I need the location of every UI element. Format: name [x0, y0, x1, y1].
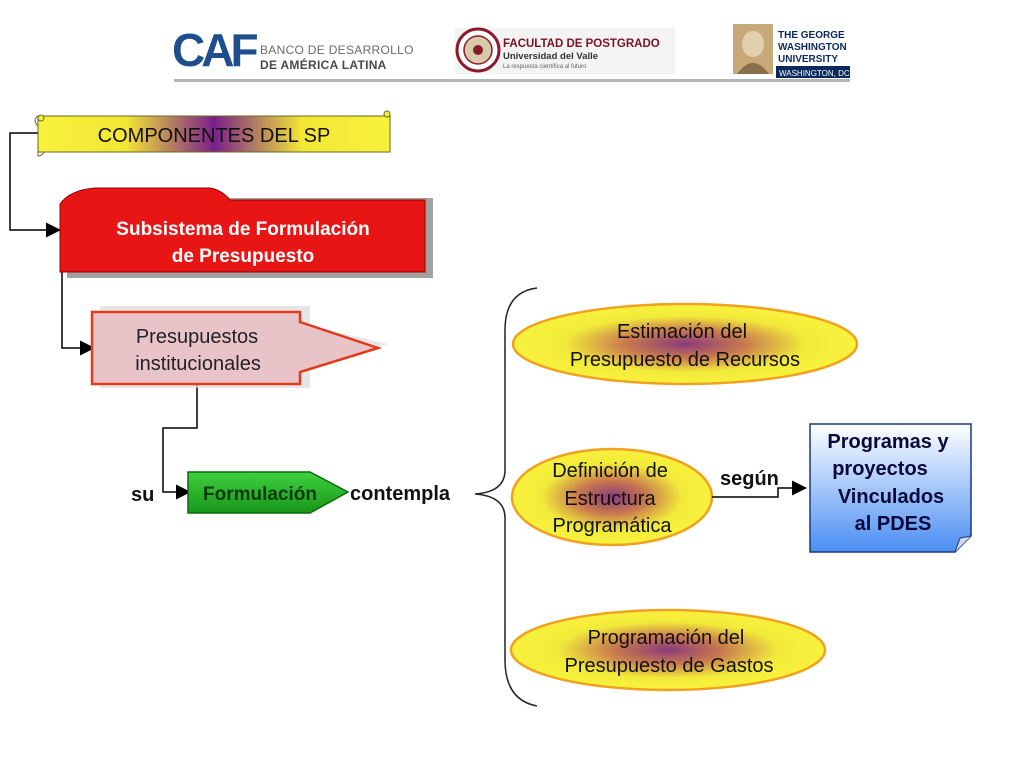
- connector-presupuestos-formulacion: [162, 384, 198, 500]
- univalle-logo: FACULTAD DE POSTGRADO Universidad del Va…: [455, 27, 675, 74]
- programas-line1: Programas y: [827, 431, 949, 453]
- curly-brace: [474, 287, 538, 707]
- formulacion-box: Formulación: [187, 471, 350, 514]
- definicion-ellipse: Definición de Estructura Programática: [510, 447, 714, 547]
- title-text: COMPONENTES DEL SP: [98, 125, 331, 147]
- univalle-subtitle: Universidad del Valle: [503, 51, 598, 62]
- programas-document: Programas y proyectos Vinculados al PDES: [809, 423, 972, 553]
- programacion-ellipse: Programación del Presupuesto de Gastos: [509, 608, 827, 692]
- presupuestos-line2: institucionales: [135, 353, 261, 375]
- caf-wordmark: CAF: [172, 24, 257, 76]
- header-divider: [174, 79, 850, 82]
- formulacion-text: Formulación: [203, 484, 317, 505]
- univalle-title: FACULTAD DE POSTGRADO: [503, 38, 660, 50]
- subsystem-box: Subsistema de Formulación de Presupuesto: [59, 187, 433, 278]
- caf-line1: BANCO DE DESARROLLO: [260, 43, 414, 57]
- univalle-tagline: La respuesta científica al futuro: [503, 64, 587, 70]
- gwu-logo: THE GEORGE WASHINGTON UNIVERSITY WASHING…: [733, 24, 850, 78]
- caf-logo: CAF BANCO DE DESARROLLO DE AMÉRICA LATIN…: [172, 24, 414, 76]
- subsystem-line1: Subsistema de Formulación: [116, 219, 369, 240]
- gwu-line4: WASHINGTON, DC: [779, 69, 850, 78]
- definicion-line1: Definición de: [552, 460, 668, 482]
- header-logos: CAF BANCO DE DESARROLLO DE AMÉRICA LATIN…: [0, 0, 1024, 90]
- contempla-label: contempla: [350, 483, 451, 505]
- programas-line3: Vinculados: [838, 486, 944, 508]
- programacion-line2: Presupuesto de Gastos: [564, 655, 773, 677]
- connector-title-subsystem: [9, 132, 61, 238]
- programacion-line1: Programación del: [588, 627, 745, 649]
- presupuestos-line1: Presupuestos: [136, 326, 258, 348]
- estimacion-line2: Presupuesto de Recursos: [570, 349, 800, 371]
- programas-line2: proyectos: [832, 458, 928, 480]
- subsystem-line2: de Presupuesto: [172, 246, 315, 267]
- estimacion-line1: Estimación del: [617, 321, 747, 343]
- programas-line4: al PDES: [855, 513, 932, 535]
- estimacion-ellipse: Estimación del Presupuesto de Recursos: [511, 302, 859, 386]
- connector-subsystem-presupuestos: [61, 270, 95, 356]
- presupuestos-callout: Presupuestos institucionales: [90, 306, 388, 388]
- gwu-line2: WASHINGTON: [778, 42, 847, 53]
- gwu-line1: THE GEORGE: [778, 30, 845, 41]
- connector-definicion-programas: [712, 480, 807, 498]
- gwu-line3: UNIVERSITY: [778, 54, 838, 65]
- header-logos-svg: CAF BANCO DE DESARROLLO DE AMÉRICA LATIN…: [172, 24, 850, 82]
- title-scroll: COMPONENTES DEL SP: [34, 110, 391, 157]
- segun-label: según: [720, 468, 779, 490]
- su-label: su: [131, 484, 154, 506]
- definicion-line3: Programática: [553, 515, 673, 537]
- caf-line2: DE AMÉRICA LATINA: [260, 57, 387, 72]
- definicion-line2: Estructura: [564, 488, 656, 510]
